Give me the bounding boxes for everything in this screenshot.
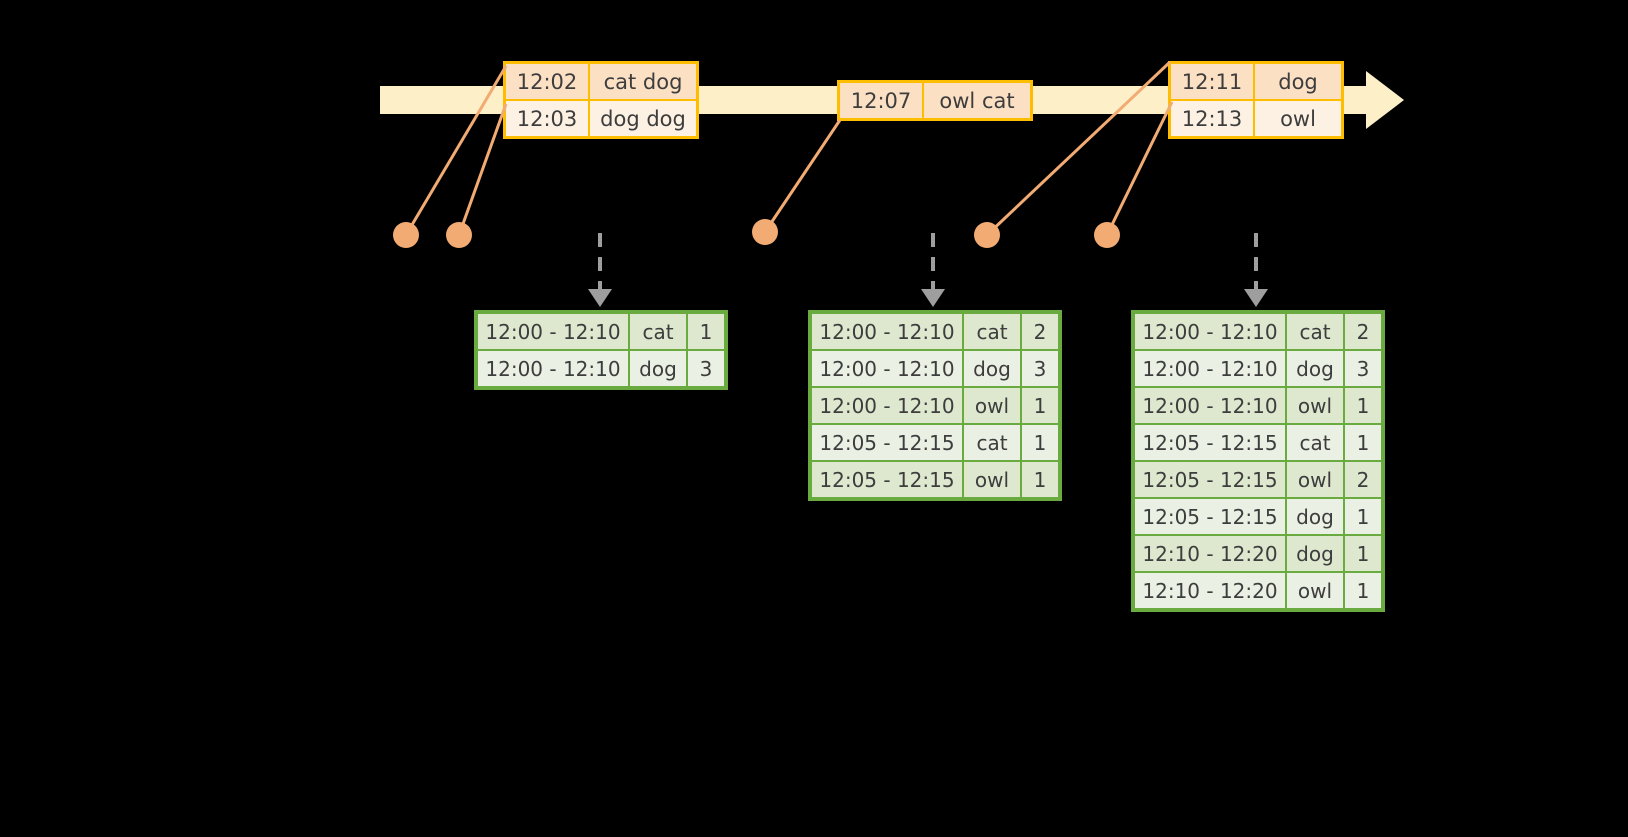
table-cell-key: owl xyxy=(964,388,1020,423)
table-cell-window: 12:10 - 12:20 xyxy=(1135,573,1285,608)
dashed-arrow-head-icon xyxy=(588,289,612,307)
event-box-1: 12:02 cat dog 12:03 dog dog xyxy=(503,61,699,139)
table-cell-key: cat xyxy=(964,314,1020,349)
table-cell-window: 12:05 - 12:15 xyxy=(812,462,962,497)
timeline-bar-segment-mid2 xyxy=(1028,86,1172,114)
table-cell-count: 1 xyxy=(1345,425,1381,460)
connector-dot xyxy=(393,222,419,248)
table-cell-count: 2 xyxy=(1345,314,1381,349)
table-cell-window: 12:10 - 12:20 xyxy=(1135,536,1285,571)
event-time: 12:07 xyxy=(840,83,924,118)
table-cell-key: dog xyxy=(1287,536,1343,571)
table-cell-count: 1 xyxy=(1022,462,1058,497)
table-cell-key: dog xyxy=(964,351,1020,386)
event-time: 12:13 xyxy=(1171,101,1255,136)
event-box-2: 12:07 owl cat xyxy=(837,80,1033,121)
table-cell-key: owl xyxy=(964,462,1020,497)
timeline-bar-segment-left xyxy=(380,86,506,114)
table-cell-key: dog xyxy=(630,351,686,386)
event-row: 12:07 owl cat xyxy=(840,83,1030,118)
table-cell-count: 1 xyxy=(1345,499,1381,534)
table-cell-key: cat xyxy=(630,314,686,349)
table-cell-count: 3 xyxy=(1022,351,1058,386)
table-cell-count: 2 xyxy=(1345,462,1381,497)
event-value: dog dog xyxy=(600,106,686,131)
event-value: cat dog xyxy=(603,69,683,94)
connector-dot xyxy=(974,222,1000,248)
timeline-bar-segment-mid1 xyxy=(696,86,842,114)
event-row: 12:13 owl xyxy=(1171,99,1341,136)
table-cell-window: 12:00 - 12:10 xyxy=(1135,388,1285,423)
table-cell-count: 2 xyxy=(1022,314,1058,349)
event-time: 12:02 xyxy=(506,64,590,99)
table-cell-key: owl xyxy=(1287,573,1343,608)
table-cell-count: 1 xyxy=(1345,573,1381,608)
table-cell-window: 12:00 - 12:10 xyxy=(478,314,628,349)
timeline-bar-segment-right xyxy=(1340,86,1370,114)
dashed-arrow-head-icon xyxy=(921,289,945,307)
table-cell-count: 1 xyxy=(1345,536,1381,571)
table-cell-count: 3 xyxy=(1345,351,1381,386)
timeline-arrowhead-icon xyxy=(1366,71,1404,129)
event-row: 12:03 dog dog xyxy=(506,99,696,136)
table-cell-count: 1 xyxy=(1022,388,1058,423)
table-cell-window: 12:00 - 12:10 xyxy=(812,351,962,386)
table-cell-key: cat xyxy=(1287,425,1343,460)
connector-line xyxy=(763,119,842,233)
table-cell-window: 12:05 - 12:15 xyxy=(1135,499,1285,534)
table-cell-window: 12:05 - 12:15 xyxy=(1135,425,1285,460)
dashed-arrow-head-icon xyxy=(1244,289,1268,307)
table-cell-key: dog xyxy=(1287,351,1343,386)
table-cell-window: 12:05 - 12:15 xyxy=(812,425,962,460)
connector-dot xyxy=(1094,222,1120,248)
table-cell-window: 12:05 - 12:15 xyxy=(1135,462,1285,497)
table-cell-key: cat xyxy=(964,425,1020,460)
table-cell-key: owl xyxy=(1287,462,1343,497)
event-box-3: 12:11 dog 12:13 owl xyxy=(1168,61,1344,139)
table-cell-key: owl xyxy=(1287,388,1343,423)
connector-dot xyxy=(446,222,472,248)
table-cell-window: 12:00 - 12:10 xyxy=(812,388,962,423)
table-cell-window: 12:00 - 12:10 xyxy=(812,314,962,349)
table-cell-count: 1 xyxy=(688,314,724,349)
connector-dot xyxy=(752,219,778,245)
connector-line xyxy=(1105,101,1174,236)
event-value: owl cat xyxy=(939,88,1015,113)
event-row: 12:02 cat dog xyxy=(506,64,696,99)
event-row: 12:11 dog xyxy=(1171,64,1341,99)
table-cell-count: 3 xyxy=(688,351,724,386)
table-cell-window: 12:00 - 12:10 xyxy=(478,351,628,386)
table-cell-window: 12:00 - 12:10 xyxy=(1135,314,1285,349)
table-cell-window: 12:00 - 12:10 xyxy=(1135,351,1285,386)
event-value: dog xyxy=(1278,69,1318,94)
table-cell-count: 1 xyxy=(1345,388,1381,423)
event-time: 12:03 xyxy=(506,101,590,136)
event-value: owl xyxy=(1280,106,1316,131)
event-time: 12:11 xyxy=(1171,64,1255,99)
table-cell-key: cat xyxy=(1287,314,1343,349)
table-cell-count: 1 xyxy=(1022,425,1058,460)
table-cell-key: dog xyxy=(1287,499,1343,534)
connector-line xyxy=(457,103,508,236)
